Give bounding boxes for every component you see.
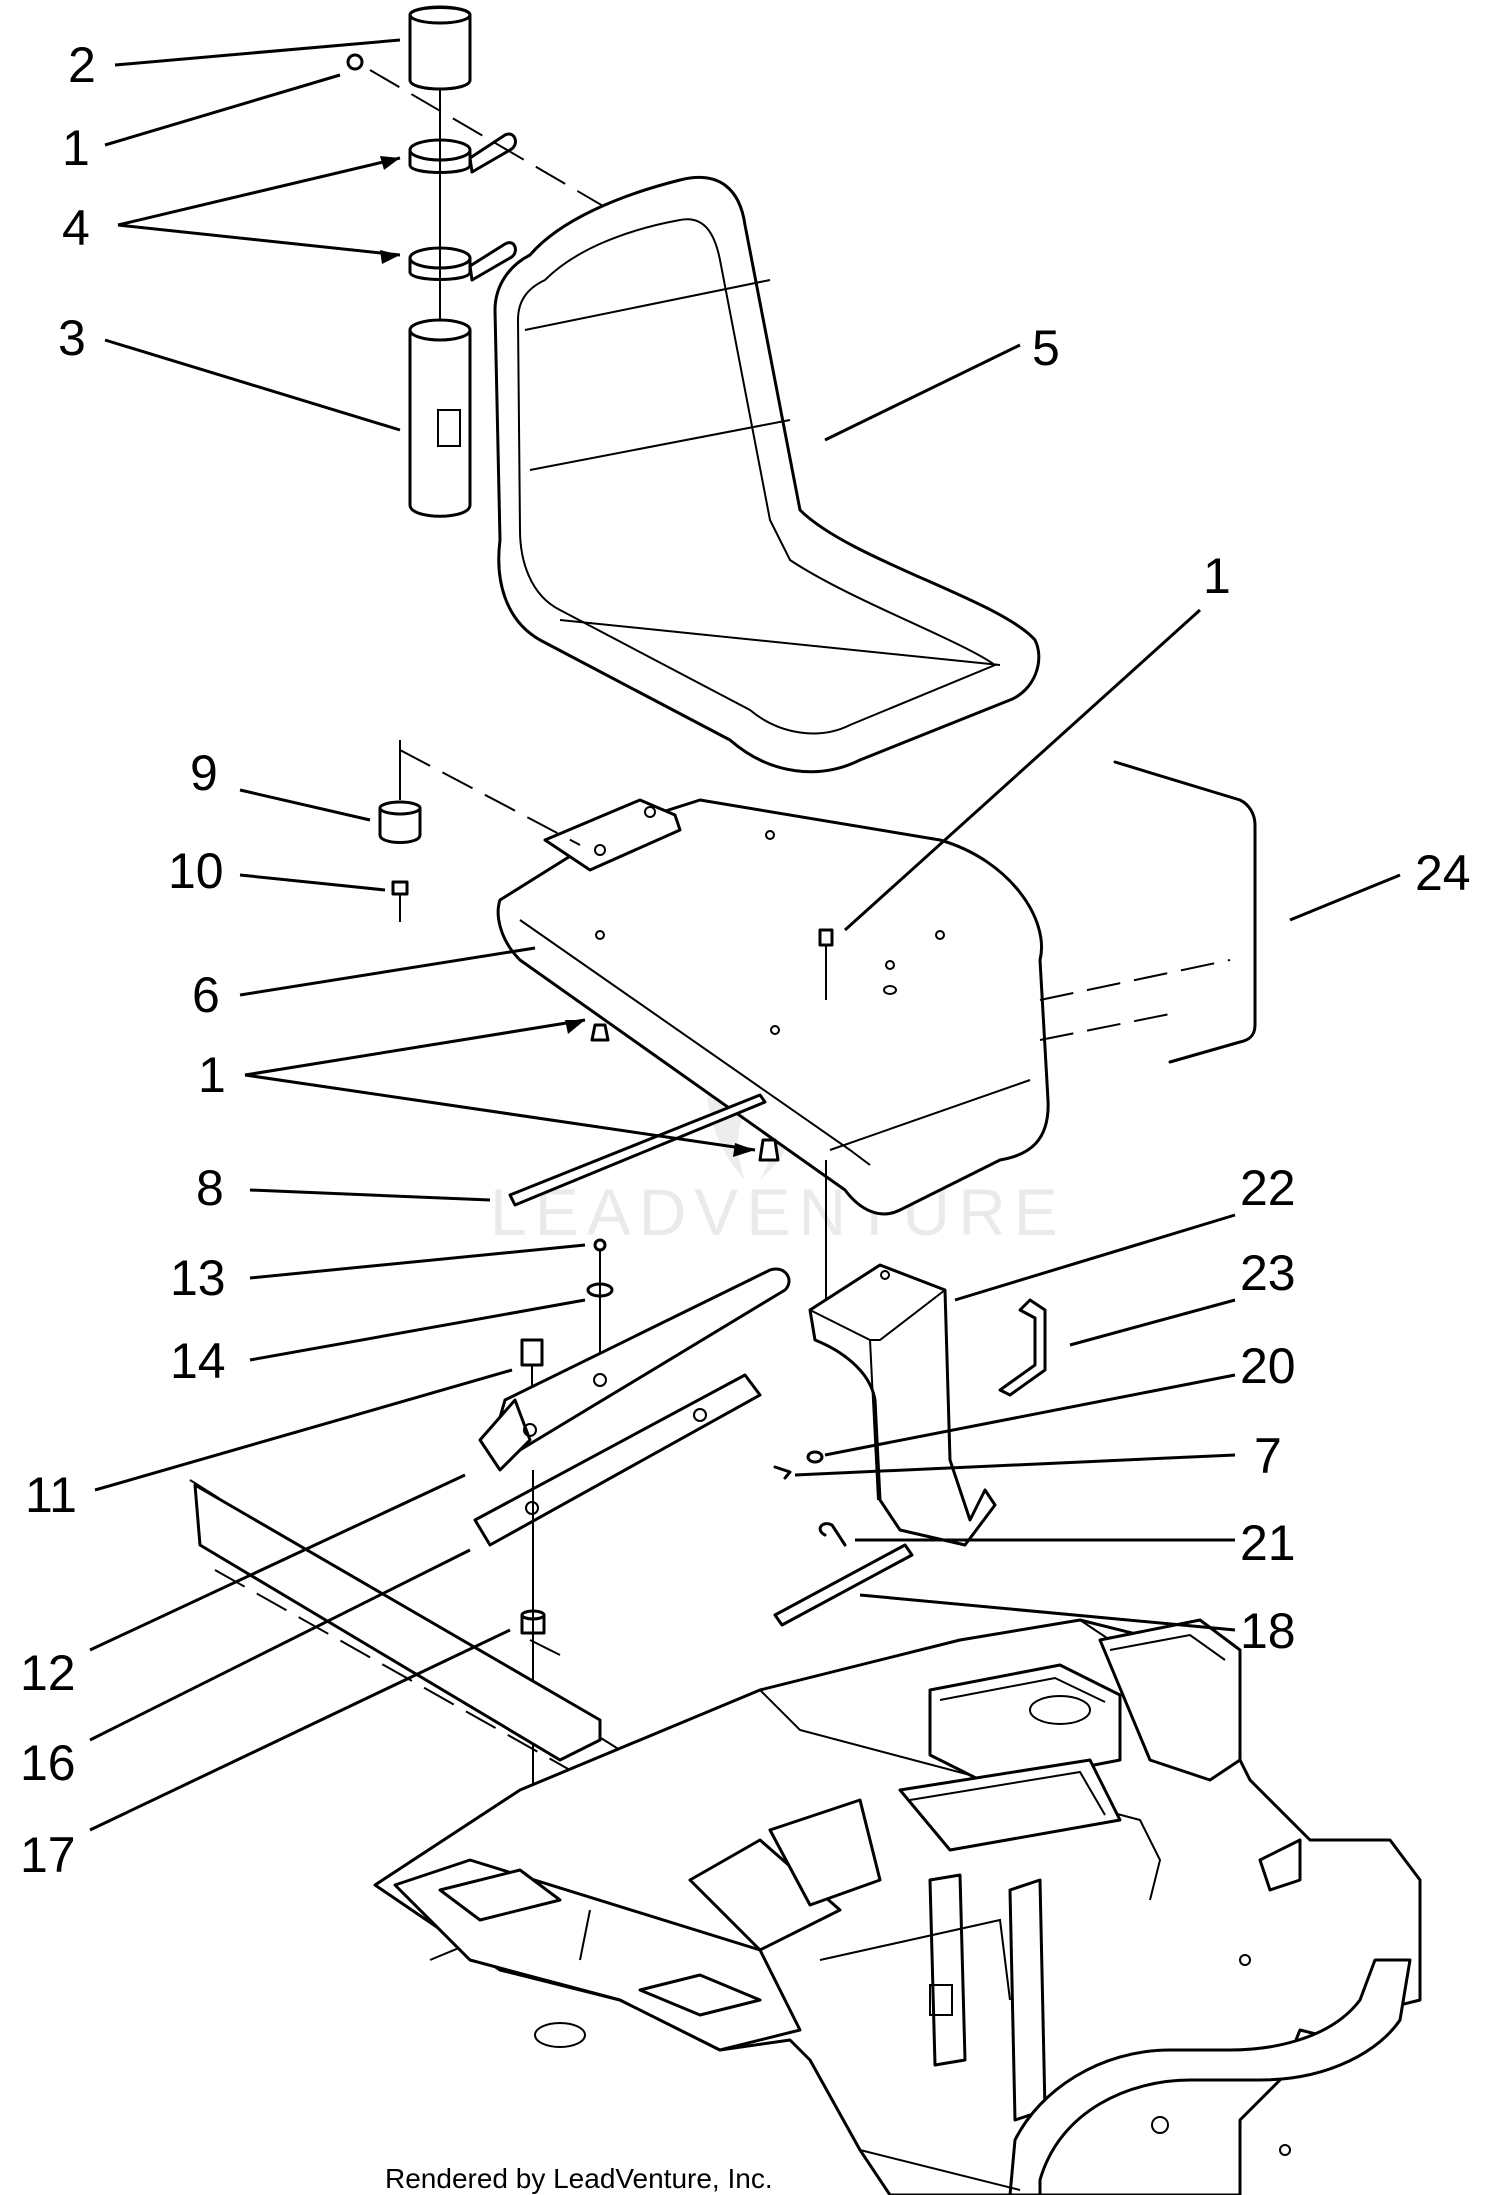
callout-18: 18 [1240, 1603, 1296, 1659]
callout-23: 23 [1240, 1245, 1296, 1301]
leader-6 [239, 946, 536, 997]
callout-17: 17 [20, 1827, 76, 1883]
part-1-screw-left-a [590, 1023, 610, 1042]
leader-5 [824, 343, 1021, 442]
callout-16: 16 [20, 1735, 76, 1791]
callout-4: 4 [62, 200, 90, 256]
callout-3: 3 [58, 310, 86, 366]
part-21-clip [818, 1522, 847, 1547]
callout-11: 11 [25, 1467, 77, 1523]
part-13-screw [593, 1238, 607, 1252]
callout-24: 24 [1415, 845, 1471, 901]
leader-4b [117, 223, 401, 257]
callout-1-top: 1 [62, 120, 90, 176]
callout-9: 9 [190, 745, 218, 801]
dashed-line-knob-seat [369, 69, 611, 211]
part-1-screw-top [346, 53, 364, 71]
render-credit: Rendered by LeadVenture, Inc. [385, 2163, 773, 2194]
callout-12: 12 [20, 1645, 76, 1701]
leader-4a [117, 156, 401, 227]
callout-20: 20 [1240, 1338, 1296, 1394]
part-24-rod [1039, 760, 1257, 1064]
part-10-bolt [391, 880, 409, 922]
leader-7 [794, 1453, 1236, 1477]
leader-1-left-b [244, 1073, 756, 1152]
leader-17 [89, 1628, 511, 1832]
leader-1-top [104, 73, 341, 147]
part-6-seat-pan [496, 798, 1050, 1216]
part-9-bumper [378, 800, 422, 844]
leader-12 [89, 1473, 466, 1652]
part-18-pivot-rod [773, 1543, 914, 1627]
part-3-tube [408, 318, 472, 518]
leader-14 [249, 1298, 586, 1362]
leader-23 [1069, 1298, 1236, 1347]
leader-18 [859, 1593, 1236, 1632]
callout-14: 14 [170, 1333, 226, 1389]
part-5-seat [493, 175, 1041, 774]
callout-5: 5 [1032, 320, 1060, 376]
part-22-support-bracket [808, 1263, 997, 1547]
leader-16 [89, 1548, 471, 1742]
leader-24 [1289, 873, 1401, 922]
part-1-screw-left-b [758, 1138, 780, 1162]
part-7-pin [773, 1465, 792, 1480]
part-8-strip [508, 1093, 767, 1207]
part-2-knob [408, 5, 472, 91]
leader-13 [249, 1243, 586, 1280]
leader-1-right [843, 608, 1202, 932]
leader-1-left-a [244, 1018, 586, 1077]
callout-labels: 2 1 4 3 5 1 9 10 24 6 1 8 22 13 23 14 20… [20, 37, 1471, 1883]
callout-8: 8 [196, 1160, 224, 1216]
callout-7: 7 [1254, 1428, 1282, 1484]
leader-20 [824, 1373, 1236, 1457]
leader-lines [89, 38, 1401, 1832]
callout-13: 13 [170, 1250, 226, 1306]
leader-9 [239, 788, 371, 822]
leader-8 [249, 1188, 491, 1202]
leader-11 [94, 1368, 513, 1492]
part-12-bracket [478, 1267, 791, 1472]
part-20-washer [806, 1450, 824, 1464]
leader-arrowheads [380, 156, 755, 1157]
callout-1-left: 1 [198, 1047, 226, 1103]
callout-10: 10 [168, 843, 224, 899]
callout-2: 2 [68, 37, 96, 93]
callout-22: 22 [1240, 1160, 1296, 1216]
leader-22 [954, 1213, 1236, 1302]
leader-2 [114, 38, 401, 67]
part-4-clamps [408, 132, 517, 282]
callout-6: 6 [192, 967, 220, 1023]
leader-3 [104, 338, 401, 432]
callout-1-right: 1 [1203, 548, 1231, 604]
part-1-screw-right [818, 928, 834, 1000]
part-23-latch [998, 1298, 1047, 1397]
watermark-text: LEADVENTURE [490, 1175, 1066, 1249]
leader-10 [239, 873, 386, 892]
dashed-line-seat-pan [399, 749, 581, 846]
callout-21: 21 [1240, 1515, 1296, 1571]
mower-frame [189, 1479, 1422, 2195]
